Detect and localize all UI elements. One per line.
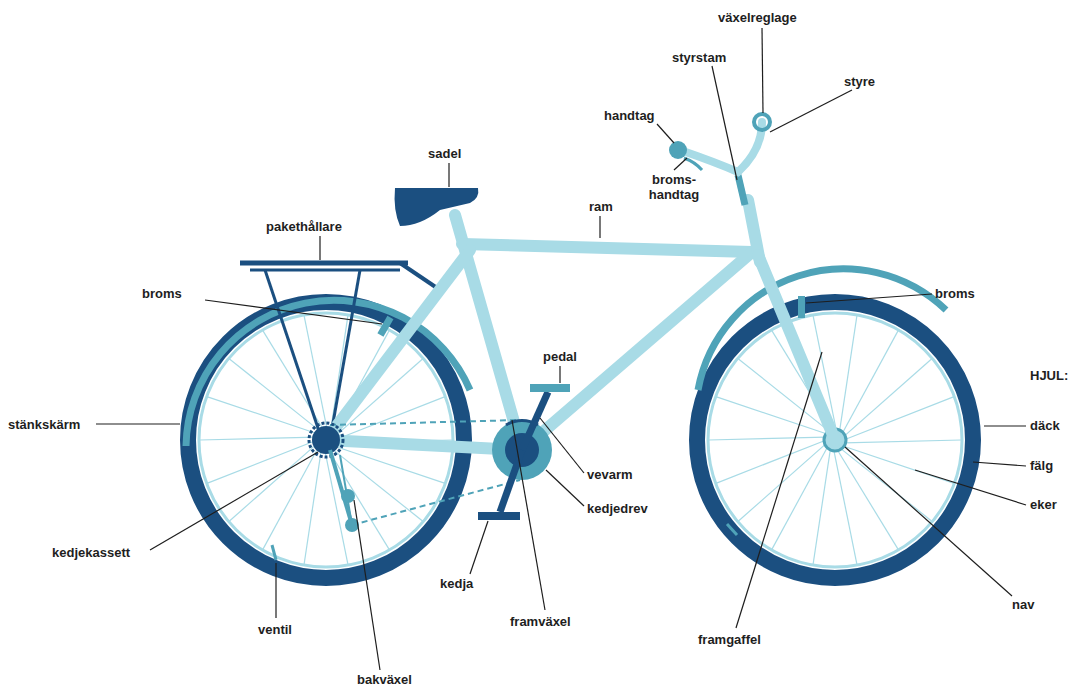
spoke xyxy=(813,449,830,564)
part-label: växelreglage xyxy=(718,10,797,25)
spoke xyxy=(717,397,827,434)
spoke xyxy=(208,440,316,483)
spoke xyxy=(709,437,825,440)
spoke xyxy=(738,444,825,521)
spoke xyxy=(717,440,825,483)
part-label: framgaffel xyxy=(698,632,761,647)
spoke xyxy=(840,316,857,431)
spoke xyxy=(837,450,898,549)
part-label: kedjekassett xyxy=(52,545,130,560)
part-label: stänkskärm xyxy=(8,417,80,432)
spoke xyxy=(845,440,961,443)
part-label: handtag xyxy=(604,108,655,123)
part-label: framväxel xyxy=(510,614,571,629)
group-heading: HJUL: xyxy=(1030,368,1068,383)
part-label: broms xyxy=(935,286,975,301)
part-label: kedjedrev xyxy=(587,501,648,516)
part-label: sadel xyxy=(428,146,461,161)
part-label: kedja xyxy=(440,576,473,591)
part-label: styrstam xyxy=(672,50,726,65)
part-label: bakväxel xyxy=(357,672,412,687)
part-label: pedal xyxy=(543,349,577,364)
spoke xyxy=(843,446,953,483)
spoke xyxy=(328,450,389,549)
spoke xyxy=(334,446,444,483)
spoke xyxy=(263,447,319,549)
spoke xyxy=(208,397,318,434)
spoke xyxy=(840,448,931,521)
part-label: ventil xyxy=(258,622,292,637)
part-label: eker xyxy=(1030,497,1057,512)
spoke xyxy=(844,359,931,436)
part-label: nav xyxy=(1012,597,1034,612)
part-label: fälg xyxy=(1030,458,1053,473)
part-label: pakethållare xyxy=(266,219,342,234)
spoke xyxy=(229,444,316,521)
part-label: ram xyxy=(589,199,613,214)
spoke xyxy=(304,449,321,564)
part-label: däck xyxy=(1030,418,1060,433)
spoke xyxy=(834,450,857,564)
part-label: broms- handtag xyxy=(644,172,704,202)
spoke xyxy=(845,397,953,440)
spoke xyxy=(200,437,316,440)
spoke xyxy=(304,316,327,430)
spoke xyxy=(842,331,898,433)
part-label: broms xyxy=(142,286,182,301)
part-label: vevarm xyxy=(587,467,633,482)
spoke xyxy=(772,447,828,549)
part-label: styre xyxy=(844,74,875,89)
